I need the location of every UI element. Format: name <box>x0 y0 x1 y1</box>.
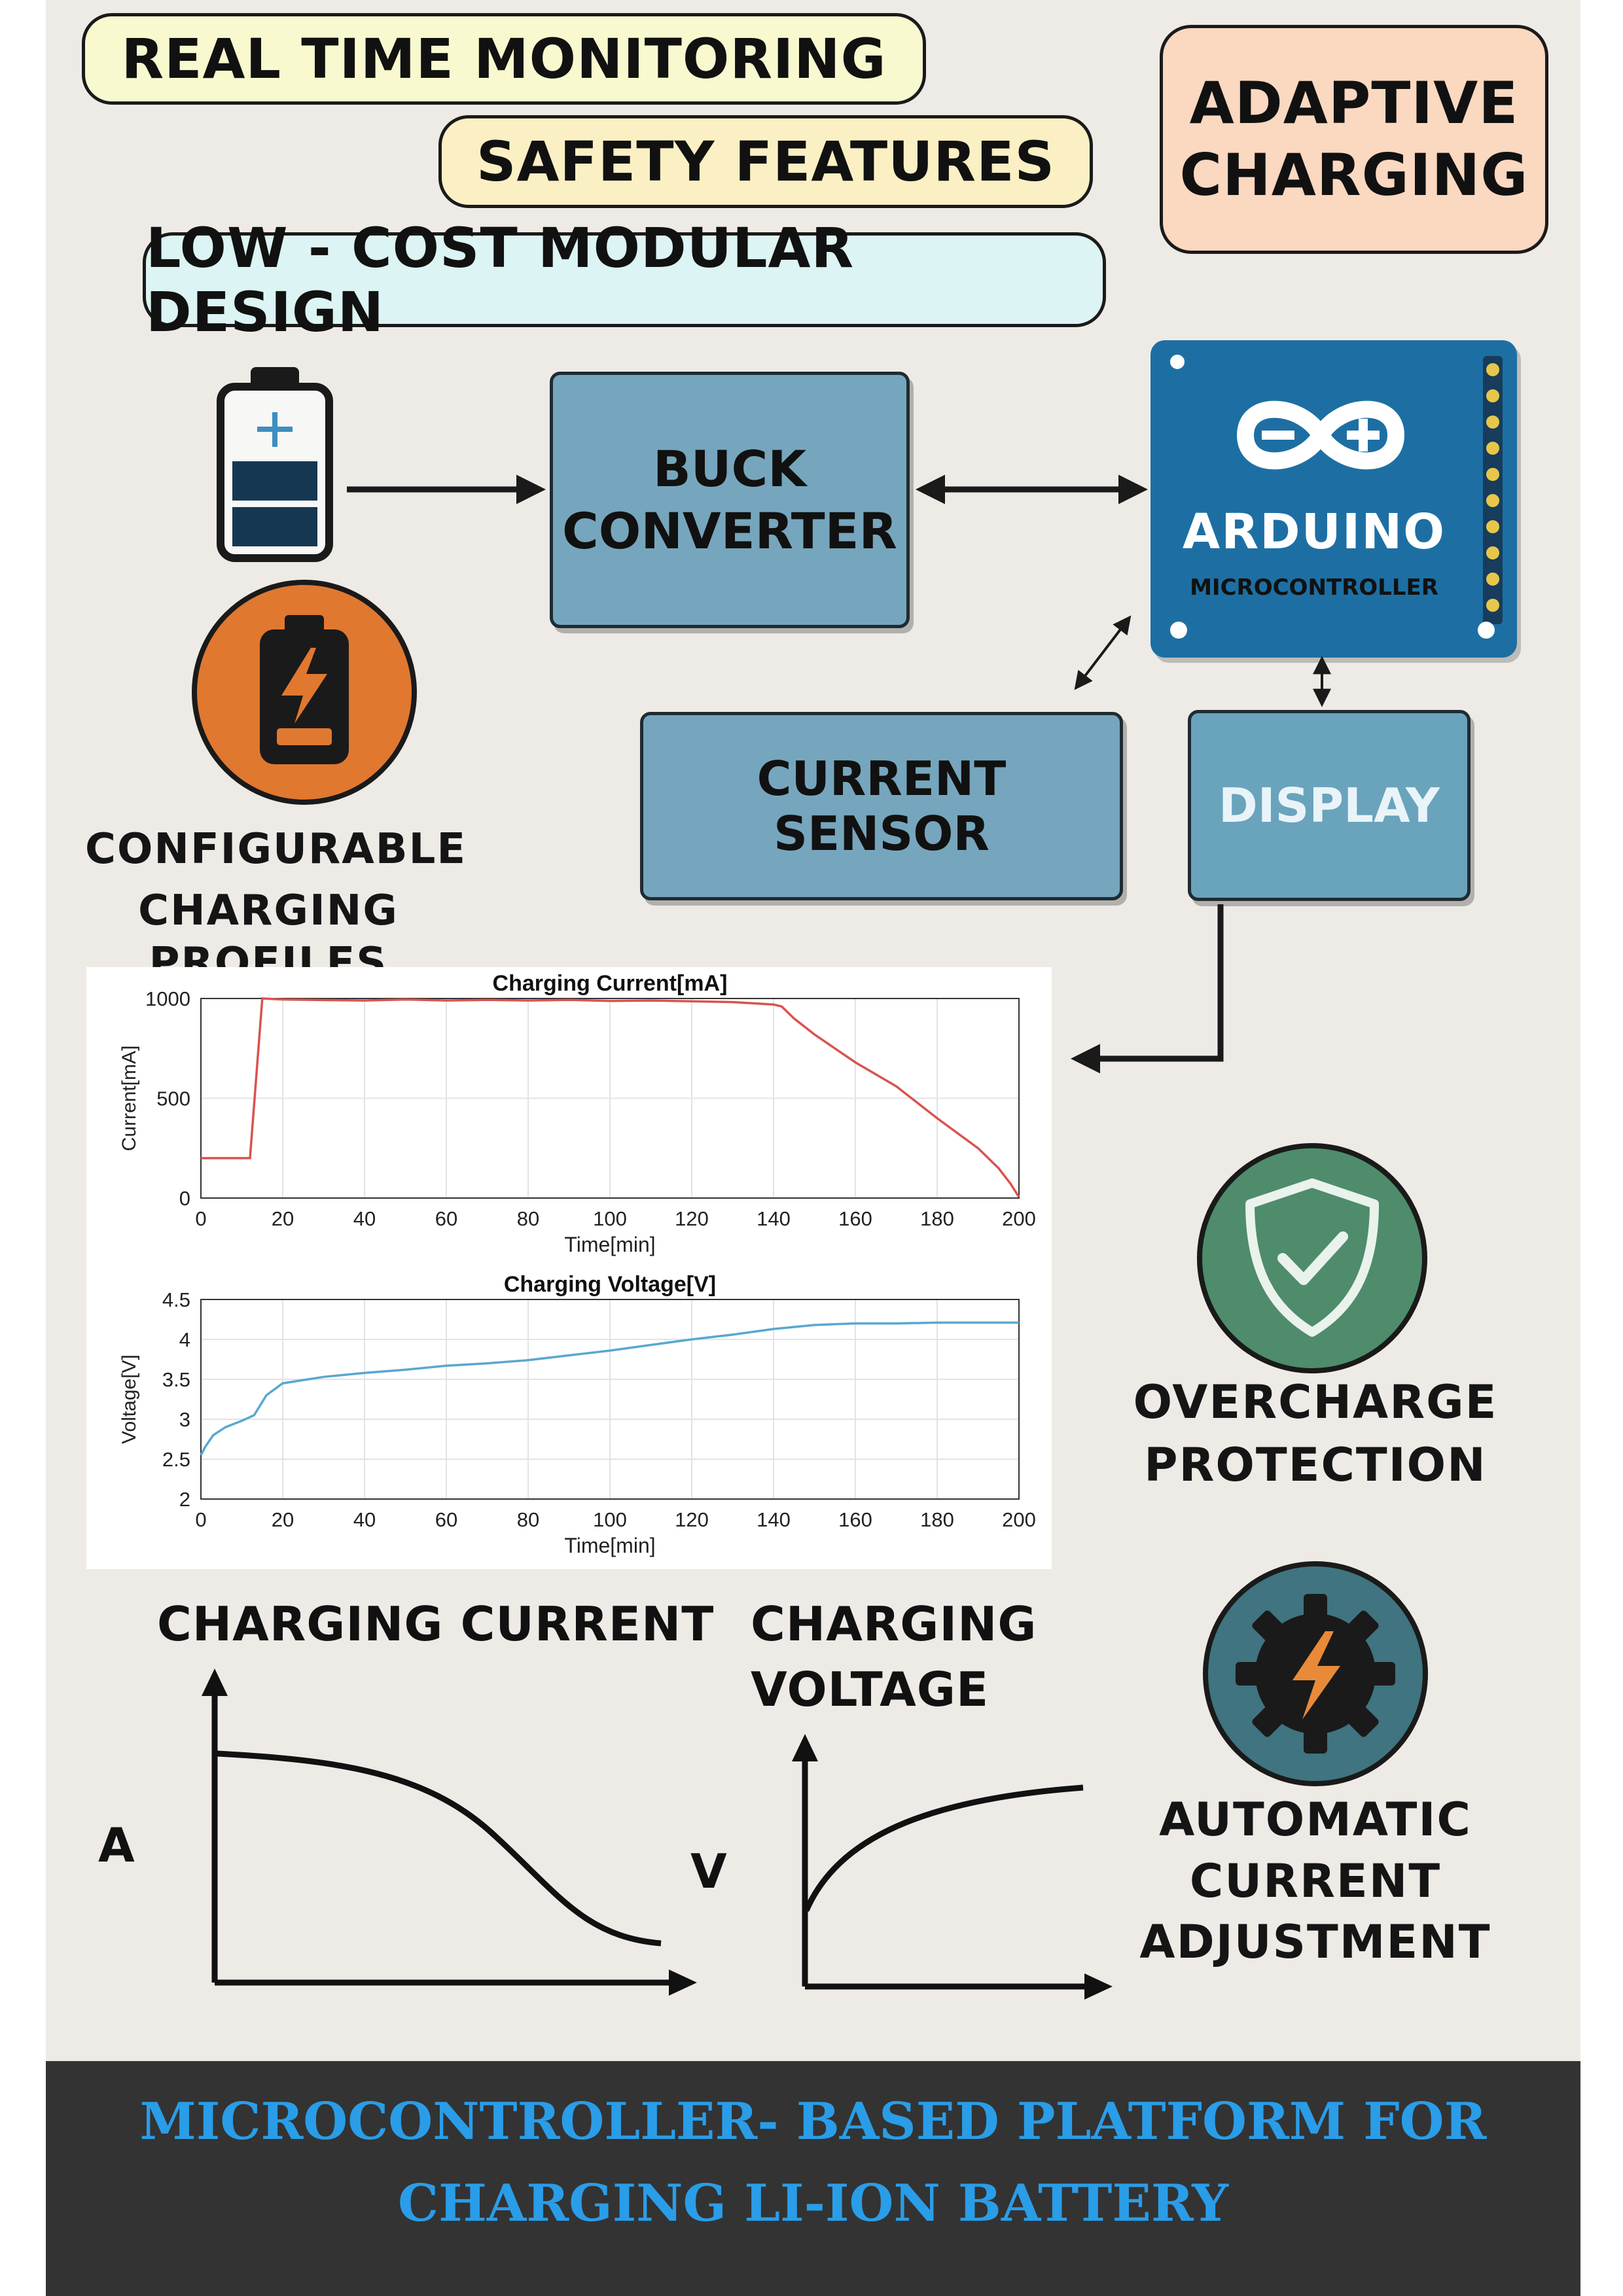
low-cost-modular-design-pill: LOW - COST MODULAR DESIGN <box>143 216 1106 344</box>
chart-2-x-tick-label: 60 <box>435 1508 457 1531</box>
chart-2-x-tick-label: 40 <box>353 1508 376 1531</box>
configurable-label-1: CONFIGURABLE <box>85 825 467 874</box>
chart-2-x-tick-label: 20 <box>272 1508 294 1531</box>
footer-title-line-1: MICROCONTROLLER- BASED PLATFORM FOR <box>139 2092 1487 2151</box>
chart-2-plot-frame <box>200 1299 1020 1500</box>
automatic-adjustment-caption: AUTOMATIC CURRENT ADJUSTMENT <box>1119 1792 1512 1971</box>
mounting-hole-bottom-right <box>1478 622 1495 639</box>
chart-1-y-tick-label: 500 <box>156 1087 190 1110</box>
real-time-monitoring-pill: REAL TIME MONITORING <box>82 13 926 105</box>
chart-1-y-tick-label: 0 <box>179 1187 190 1210</box>
chart-1-x-tick-label: 40 <box>353 1207 376 1230</box>
sketch-voltage-title-2: VOLTAGE <box>751 1662 990 1717</box>
automatic-label-2: CURRENT <box>1189 1854 1442 1908</box>
display-label: DISPLAY <box>1218 778 1440 833</box>
chart-2-y-tick-label: 3 <box>179 1408 190 1431</box>
chart-1-x-axis-label: Time[min] <box>564 1233 655 1256</box>
adaptive-charging-label-2: CHARGING <box>1179 141 1529 209</box>
chart-2-x-tick-label: 100 <box>593 1508 627 1531</box>
adaptive-charging-label-1: ADAPTIVE <box>1189 69 1519 137</box>
sketch-current-axis-label: A <box>98 1818 135 1873</box>
flow-arrows <box>347 474 1331 1074</box>
chart-1-title: Charging Current[mA] <box>493 971 728 996</box>
chart-2-x-tick-label: 200 <box>1002 1508 1036 1531</box>
shield-check-icon <box>1197 1143 1427 1373</box>
arduino-board: ARDUINO MICROCONTROLLER <box>1150 340 1517 658</box>
chart-2-y-axis-label: Voltage[V] <box>118 1354 140 1444</box>
sketch-current-title: CHARGING CURRENT <box>157 1597 715 1651</box>
chart-1-x-tick-label: 120 <box>675 1207 709 1230</box>
chart-1-x-tick-label: 140 <box>757 1207 791 1230</box>
chart-2-y-tick-label: 2.5 <box>162 1448 190 1471</box>
chart-1-x-tick-label: 20 <box>272 1207 294 1230</box>
chart-2-y-tick-label: 2 <box>179 1488 190 1511</box>
chart-1-x-tick-label: 0 <box>195 1207 206 1230</box>
chart-2-y-tick-label: 4 <box>179 1328 190 1351</box>
mounting-hole-bottom-left <box>1170 622 1187 639</box>
footer-banner: MICROCONTROLLER- BASED PLATFORM FOR CHAR… <box>46 2061 1580 2296</box>
chart-2-y-tick-label: 3.5 <box>162 1368 190 1391</box>
buck-converter-label-1: BUCK <box>652 440 807 498</box>
low-cost-modular-design-label: LOW - COST MODULAR DESIGN <box>146 215 855 344</box>
arduino-sensor-arrow <box>1074 615 1132 690</box>
battery-charging-icon <box>192 580 417 805</box>
chart-1-x-tick-label: 100 <box>593 1207 627 1230</box>
chart-2-y-tick-label: 4.5 <box>162 1288 190 1311</box>
arduino-title: ARDUINO <box>1182 504 1446 560</box>
display-block: DISPLAY <box>1188 710 1471 901</box>
chart-1-y-axis-label: Current[mA] <box>118 1046 140 1152</box>
display-to-chart-arrow <box>1071 904 1224 1074</box>
chart-1-x-tick-label: 180 <box>920 1207 954 1230</box>
sketch-current-plot <box>202 1669 697 1996</box>
chart-2-title: Charging Voltage[V] <box>504 1272 716 1297</box>
safety-features-pill: SAFETY FEATURES <box>438 115 1093 208</box>
overcharge-label-1: OVERCHARGE <box>1133 1375 1498 1429</box>
real-time-monitoring-label: REAL TIME MONITORING <box>121 27 887 91</box>
current-sensor-block: CURRENT SENSOR <box>640 712 1123 900</box>
automatic-label-1: AUTOMATIC <box>1159 1793 1472 1846</box>
configurable-profiles-caption: CONFIGURABLE CHARGING PROFILES <box>85 823 467 989</box>
footer-title: MICROCONTROLLER- BASED PLATFORM FOR CHAR… <box>46 2081 1580 2244</box>
arduino-subtitle: MICROCONTROLLER <box>1190 574 1438 601</box>
chart-1-x-tick-label: 80 <box>517 1207 539 1230</box>
footer-title-line-2: CHARGING LI-ION BATTERY <box>398 2174 1228 2233</box>
current-sensor-label: CURRENT SENSOR <box>757 751 1007 861</box>
chart-1-y-tick-label: 1000 <box>145 987 190 1010</box>
chart-2-x-tick-label: 0 <box>195 1508 206 1531</box>
overcharge-label-2: PROTECTION <box>1144 1438 1487 1492</box>
chart-1-plot-frame <box>200 998 1020 1199</box>
buck-converter-label-2: CONVERTER <box>562 502 898 560</box>
configurable-label-2: CHARGING PROFILES <box>138 887 399 987</box>
sketch-voltage-plot <box>792 1734 1113 2000</box>
chart-2-x-tick-label: 120 <box>675 1508 709 1531</box>
chart-1-x-tick-label: 160 <box>838 1207 872 1230</box>
gear-lightning-icon <box>1203 1561 1428 1786</box>
chart-2-series-line <box>200 1321 1019 1456</box>
chart-2-x-tick-label: 140 <box>757 1508 791 1531</box>
automatic-label-3: ADJUSTMENT <box>1139 1915 1491 1969</box>
chart-2-x-axis-label: Time[min] <box>564 1534 655 1557</box>
chart-2-x-tick-label: 80 <box>517 1508 539 1531</box>
safety-features-label: SAFETY FEATURES <box>476 130 1055 194</box>
arduino-logo-icon <box>1236 400 1405 470</box>
chart-2-x-tick-label: 160 <box>838 1508 872 1531</box>
battery-icon <box>217 367 333 562</box>
mounting-hole-top-left <box>1170 355 1185 369</box>
chart-1-x-tick-label: 200 <box>1002 1207 1036 1230</box>
arduino-pin-header <box>1483 356 1503 624</box>
overcharge-protection-caption: OVERCHARGE PROTECTION <box>1132 1374 1499 1494</box>
sketch-voltage-axis-label: V <box>690 1844 728 1899</box>
infographic-page: REAL TIME MONITORING SAFETY FEATURES LOW… <box>46 0 1580 2296</box>
buck-converter-block: BUCK CONVERTER <box>550 372 910 628</box>
chart-1-series-line <box>201 997 1020 1198</box>
chart-1-x-tick-label: 60 <box>435 1207 457 1230</box>
chart-2-x-tick-label: 180 <box>920 1508 954 1531</box>
sketch-voltage-title-1: CHARGING <box>751 1597 1037 1651</box>
adaptive-charging-box: ADAPTIVE CHARGING <box>1160 25 1548 254</box>
